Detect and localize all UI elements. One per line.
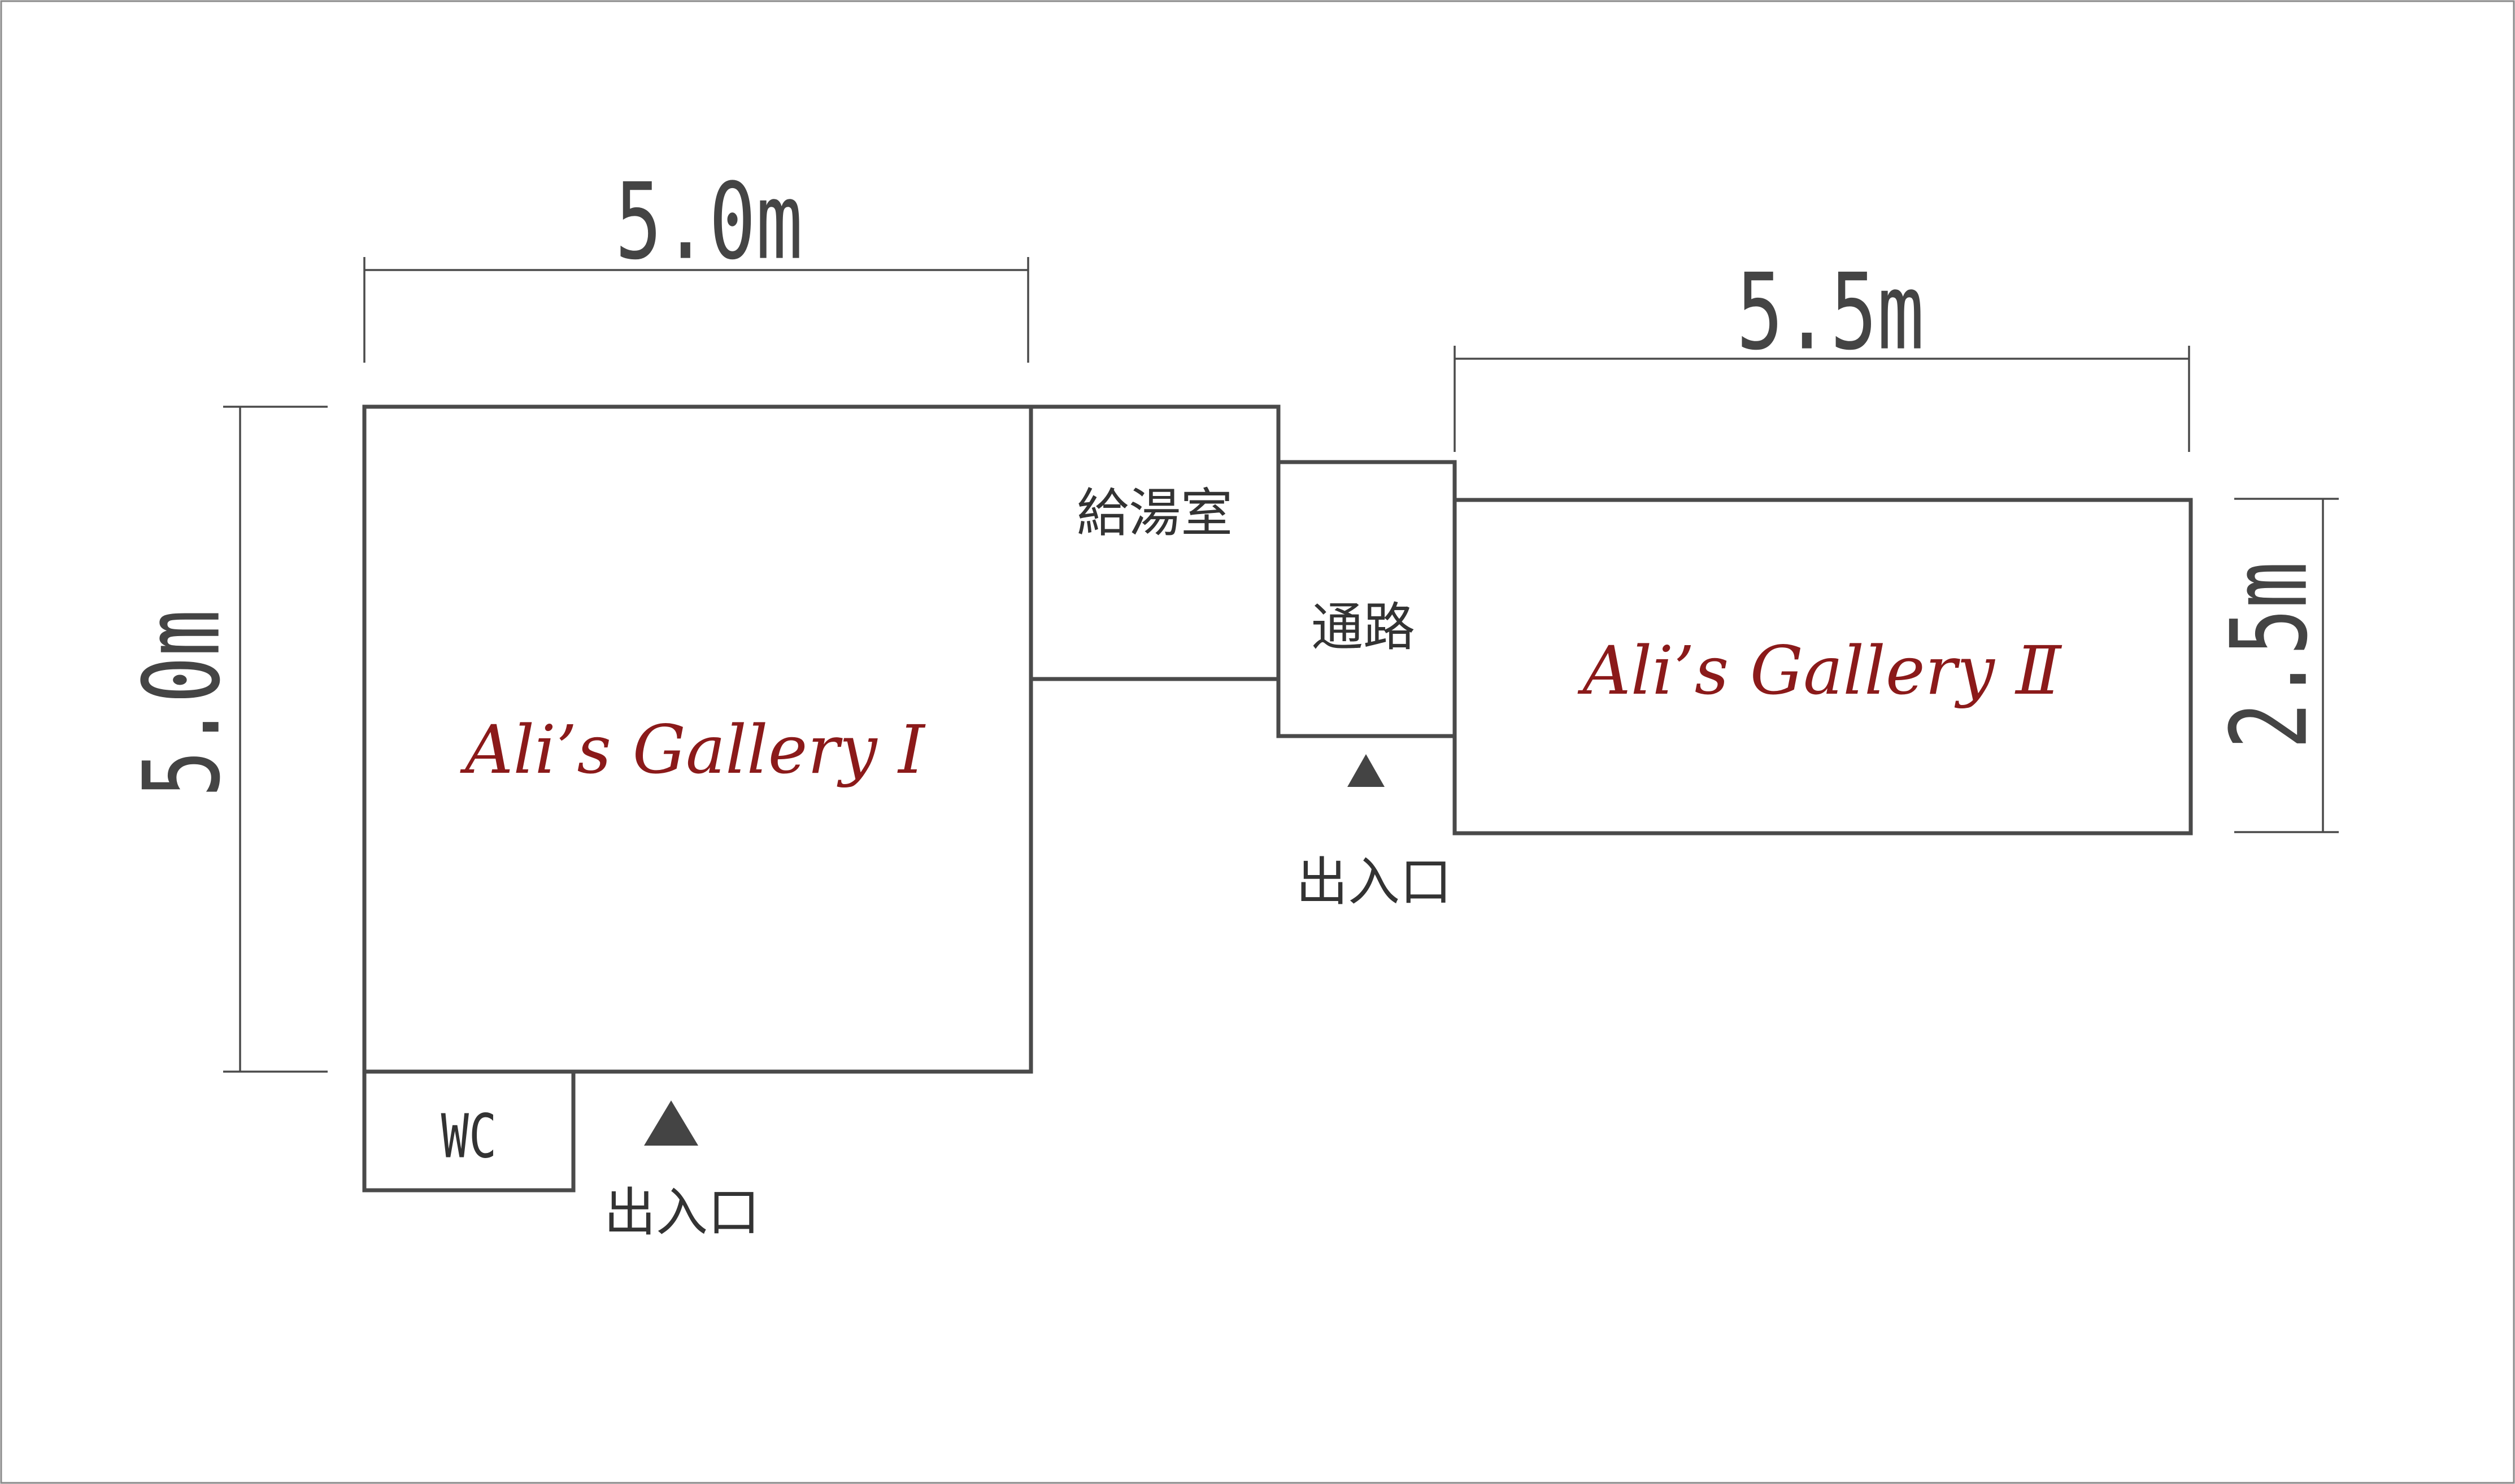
wc-label: WC bbox=[441, 1102, 497, 1172]
gallery2-name: Ali’s Gallery Ⅱ bbox=[1578, 632, 2063, 710]
gallery2-walls bbox=[1452, 498, 2193, 835]
gallery1-walls bbox=[362, 404, 1033, 1074]
dimension-gallery1-width: 5.0m bbox=[363, 160, 1029, 363]
entrance-main: 出入口 bbox=[604, 1100, 760, 1243]
passage-label: 通路 bbox=[1311, 597, 1415, 658]
dimension-gallery2-width: 5.5m bbox=[1454, 251, 2190, 452]
wc-walls bbox=[362, 1069, 576, 1193]
room-gallery2: Ali’s Gallery Ⅱ bbox=[1452, 498, 2193, 835]
dimension-gallery2-depth: 2.5m bbox=[2208, 498, 2339, 833]
dimension-label-gallery2-depth: 2.5m bbox=[2208, 562, 2331, 749]
room-gallery1: Ali’s Gallery Ⅰ bbox=[362, 404, 1033, 1074]
entrance-arrow-icon bbox=[1347, 754, 1385, 787]
entrance-arrow-icon bbox=[644, 1100, 698, 1146]
dimension-gallery1-depth: 5.0m bbox=[121, 406, 328, 1073]
entrance-passage-label: 出入口 bbox=[1296, 852, 1452, 912]
entrance-main-label: 出入口 bbox=[604, 1182, 760, 1243]
gallery1-name: Ali’s Gallery Ⅰ bbox=[460, 711, 926, 789]
room-passage: 通路 bbox=[1276, 460, 1457, 738]
dimension-label-gallery1-depth: 5.0m bbox=[121, 610, 243, 797]
entrance-passage: 出入口 bbox=[1296, 754, 1452, 912]
room-wc: WC bbox=[362, 1069, 576, 1193]
dimension-label-gallery2-width: 5.5m bbox=[1737, 251, 1924, 373]
room-kitchenette: 給湯室 bbox=[1029, 404, 1281, 681]
dimension-label-gallery1-width: 5.0m bbox=[615, 160, 803, 283]
kitchenette-label: 給湯室 bbox=[1077, 483, 1233, 543]
